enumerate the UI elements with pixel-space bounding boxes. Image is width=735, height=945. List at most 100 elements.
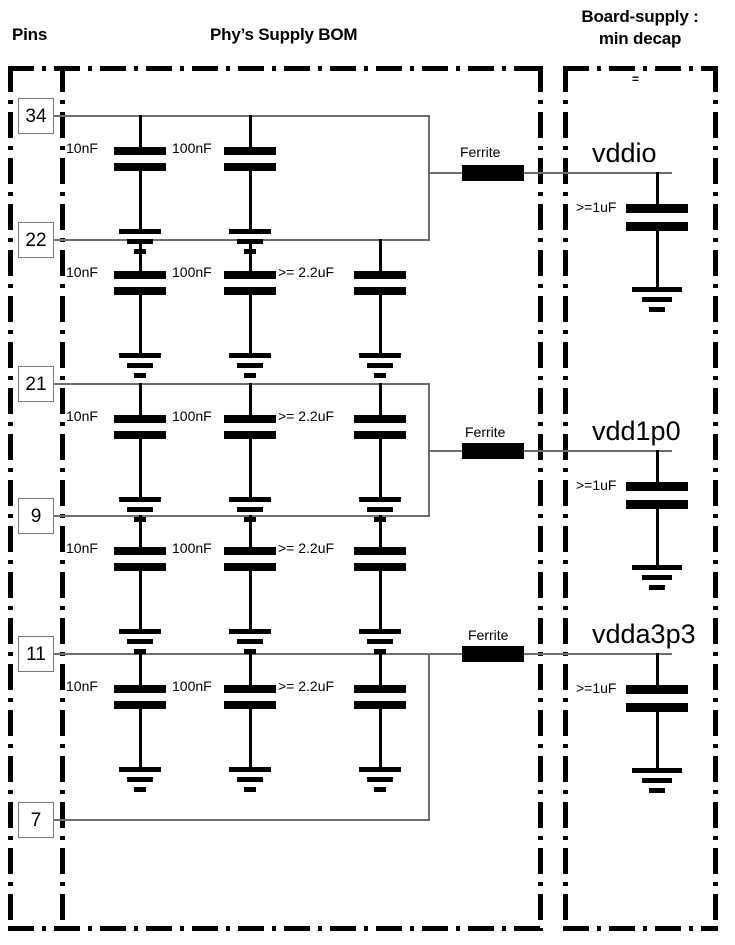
bracket-vdda3p3 (428, 653, 430, 821)
cap-plate-bottom (114, 163, 166, 171)
tap-vdd1p0 (428, 450, 468, 452)
cap-plate-bottom (224, 701, 276, 709)
ferrite-bead-vddio (462, 165, 524, 181)
ground-bar-2 (642, 297, 672, 302)
pins-column-divider (60, 66, 65, 931)
header-board-supply: Board-supply : min decap (565, 6, 715, 50)
ground-bar-2 (237, 363, 263, 368)
rail-pin-11 (54, 653, 429, 655)
tap-vddio (428, 172, 468, 174)
cap-label-34-10nF: 10nF (66, 140, 98, 156)
header-pins: Pins (12, 25, 48, 44)
ferrite-label-vdda3p3: Ferrite (468, 627, 509, 643)
cap-plate-top (114, 685, 166, 693)
cap-lead-top (655, 172, 659, 204)
ferrite-label-vddio: Ferrite (460, 144, 501, 160)
cap-plate-bottom (354, 563, 406, 571)
ground-bar-1 (119, 229, 161, 234)
cap-lead-top (378, 653, 382, 685)
ground-bar-1 (632, 565, 682, 570)
rail-vddio (524, 172, 672, 174)
cap-plate-bottom (114, 563, 166, 571)
left-frame-right-border (538, 66, 543, 931)
cap-label-9-10nF: 10nF (66, 540, 98, 556)
cap-label-21-bulk: >= 2.2uF (278, 408, 335, 424)
left-frame-bottom-border (8, 926, 542, 931)
cap-label-9-bulk: >= 2.2uF (278, 540, 335, 556)
equals-mark: = (632, 72, 640, 86)
right-frame-bottom-border (563, 926, 718, 931)
supply-label-vdda3p3: vdda3p3 (592, 619, 696, 649)
ground-bar-2 (237, 777, 263, 782)
pin-box-11[interactable]: 11 (18, 636, 54, 672)
pin-box-34[interactable]: 34 (18, 98, 54, 134)
cap-lead-bottom (138, 295, 142, 353)
ground-bar-2 (127, 777, 153, 782)
ground-bar-3 (244, 517, 256, 522)
cap-plate-top (114, 547, 166, 555)
cap-lead-bottom (378, 571, 382, 629)
decap-label-vdd1p0: >=1uF (576, 477, 617, 493)
cap-plate-top (224, 147, 276, 155)
ground-bar-2 (367, 363, 393, 368)
cap-plate-bottom (224, 163, 276, 171)
ground-bar-1 (119, 353, 161, 358)
ground-bar-3 (134, 249, 146, 254)
pin-box-22[interactable]: 22 (18, 222, 54, 258)
cap-plate-bottom (354, 431, 406, 439)
rail-pin-22 (54, 239, 429, 241)
ground-bar-1 (359, 767, 401, 772)
cap-plate-bottom (224, 563, 276, 571)
ground-bar-3 (244, 249, 256, 254)
ground-bar-3 (134, 787, 146, 792)
cap-plate-bottom (224, 431, 276, 439)
rail-vdd1p0 (524, 450, 672, 452)
pin-box-21[interactable]: 21 (18, 366, 54, 402)
cap-plate-top (224, 547, 276, 555)
cap-plate-top (224, 415, 276, 423)
cap-plate-top (626, 204, 688, 213)
pin-box-9[interactable]: 9 (18, 498, 54, 534)
cap-lead-bottom (655, 231, 659, 287)
cap-lead-top (378, 383, 382, 415)
ground-bar-2 (367, 507, 393, 512)
cap-lead-bottom (248, 571, 252, 629)
cap-lead-top (655, 450, 659, 482)
rail-vdda3p3 (524, 653, 672, 655)
ground-bar-3 (374, 787, 386, 792)
rail-pin-34 (54, 115, 429, 117)
cap-plate-top (114, 415, 166, 423)
cap-plate-top (114, 271, 166, 279)
ground-bar-1 (119, 767, 161, 772)
ground-bar-3 (244, 373, 256, 378)
cap-lead-top (378, 515, 382, 547)
cap-plate-bottom (114, 287, 166, 295)
cap-plate-bottom (114, 431, 166, 439)
cap-lead-top (138, 383, 142, 415)
cap-plate-top (354, 547, 406, 555)
header-board-supply-line1: Board-supply : (581, 7, 699, 26)
cap-plate-top (354, 415, 406, 423)
ground-bar-3 (649, 788, 665, 793)
ground-bar-1 (632, 768, 682, 773)
cap-plate-bottom (626, 500, 688, 509)
cap-lead-top (138, 115, 142, 147)
left-frame-left-border (8, 66, 13, 931)
ground-bar-1 (119, 629, 161, 634)
cap-lead-top (248, 653, 252, 685)
ground-bar-1 (229, 353, 271, 358)
cap-lead-bottom (138, 709, 142, 767)
ground-bar-1 (229, 629, 271, 634)
cap-label-11-100nF: 100nF (172, 678, 212, 694)
cap-lead-top (248, 383, 252, 415)
cap-plate-top (354, 685, 406, 693)
ground-bar-3 (244, 787, 256, 792)
cap-plate-bottom (626, 222, 688, 231)
cap-lead-bottom (138, 571, 142, 629)
pin-box-7[interactable]: 7 (18, 802, 54, 838)
cap-lead-bottom (655, 509, 659, 565)
ground-bar-1 (359, 353, 401, 358)
cap-lead-bottom (248, 439, 252, 497)
left-frame-top-border (8, 66, 542, 71)
cap-plate-top (114, 147, 166, 155)
